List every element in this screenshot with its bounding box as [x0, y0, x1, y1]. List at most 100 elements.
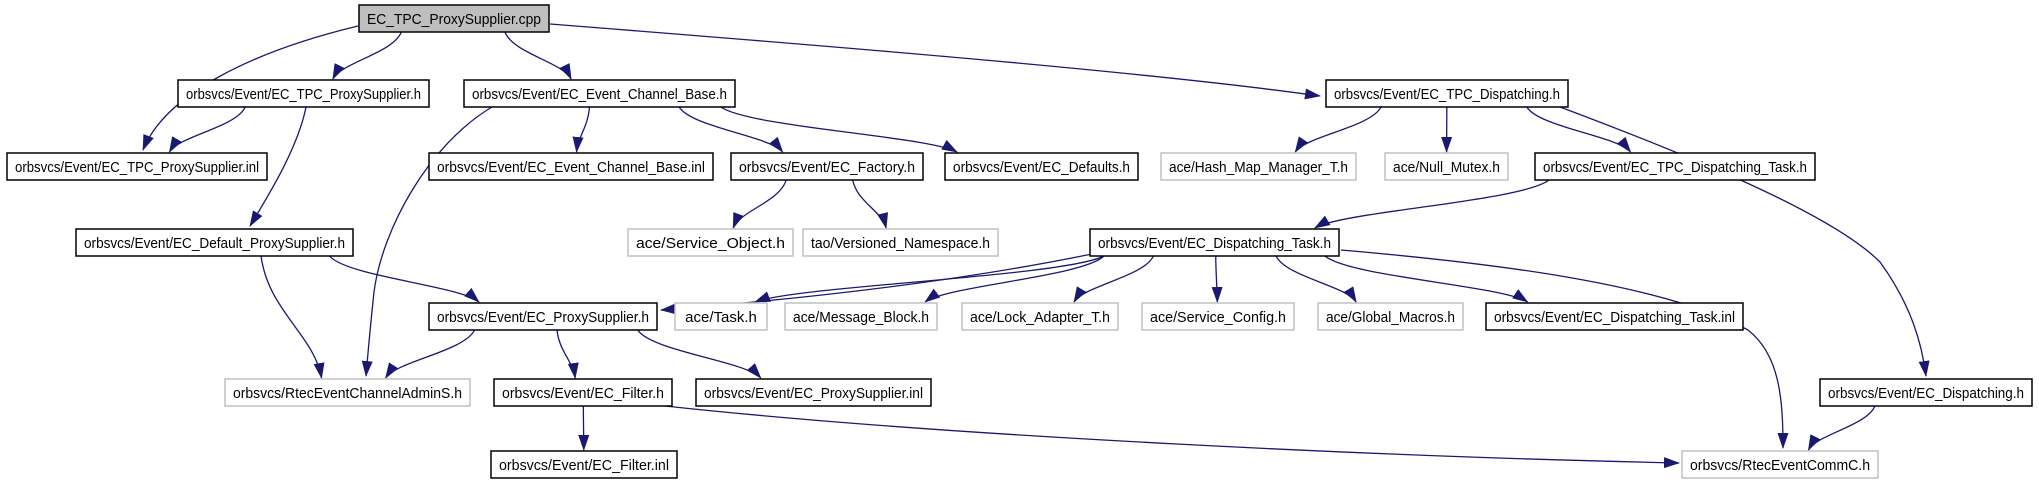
node-label-dt_h: orbsvcs/Event/EC_Dispatching_Task.h	[1098, 235, 1331, 252]
edge-root-to-tpc_d_h	[549, 23, 1321, 100]
node-label-tpc_ps_h: orbsvcs/Event/EC_TPC_ProxySupplier.h	[186, 86, 421, 103]
node-factory_h[interactable]: orbsvcs/Event/EC_Factory.h	[730, 152, 924, 181]
edge-tpc_ps_h-to-tpc_ps_inl	[168, 106, 246, 153]
node-label-nullmutex: ace/Null_Mutex.h	[1393, 159, 1500, 176]
node-box-dt_h[interactable]	[1089, 228, 1340, 257]
node-ps_inl[interactable]: orbsvcs/Event/EC_ProxySupplier.inl	[695, 378, 932, 407]
edge-dt_h-to-msg_block	[924, 255, 1105, 303]
node-box-tpc_d_h[interactable]	[1325, 79, 1569, 108]
edge-dt_h-to-global_macros	[1275, 255, 1357, 303]
edge-dt_h-to-service_config	[1211, 255, 1223, 303]
node-dispatching_h[interactable]: orbsvcs/Event/EC_Dispatching.h	[1819, 378, 2033, 407]
node-versioned_ns: tao/Versioned_Namespace.h	[802, 228, 999, 257]
node-ps_h[interactable]: orbsvcs/Event/EC_ProxySupplier.h	[428, 302, 658, 331]
edge-ecb_h-to-defaults_h	[720, 106, 958, 153]
node-label-filter_inl: orbsvcs/Event/EC_Filter.inl	[499, 457, 669, 474]
node-label-ps_h: orbsvcs/Event/EC_ProxySupplier.h	[437, 309, 649, 326]
node-label-tpc_d_h: orbsvcs/Event/EC_TPC_Dispatching.h	[1334, 86, 1560, 103]
node-box-hashmap	[1160, 152, 1357, 181]
node-box-default_ps_h[interactable]	[75, 228, 354, 257]
node-tpc_dt_h[interactable]: orbsvcs/Event/EC_TPC_Dispatching_Task.h	[1534, 152, 1816, 181]
node-box-admin_s	[224, 378, 471, 407]
edge-ps_h-to-admin_s	[385, 329, 476, 379]
node-global_macros: ace/Global_Macros.h	[1317, 302, 1464, 331]
node-service_config: ace/Service_Config.h	[1141, 302, 1295, 331]
edge-ps_h-to-filter_h	[556, 329, 579, 379]
node-box-ecb_inl[interactable]	[428, 152, 714, 181]
nodes-layer: EC_TPC_ProxySupplier.cpp orbsvcs/Event/EC…	[6, 4, 2033, 479]
edge-dt_h-to-dt_inl	[1324, 255, 1529, 303]
node-label-dispatching_h: orbsvcs/Event/EC_Dispatching.h	[1828, 385, 2024, 402]
node-box-filter_h[interactable]	[493, 378, 673, 407]
edge-tpc_ps_h-to-default_ps_h	[249, 106, 307, 227]
node-label-lock_adapter: ace/Lock_Adapter_T.h	[970, 309, 1110, 326]
node-defaults_h[interactable]: orbsvcs/Event/EC_Defaults.h	[944, 152, 1139, 181]
node-box-ecb_h[interactable]	[463, 79, 736, 108]
node-label-factory_h: orbsvcs/Event/EC_Factory.h	[739, 159, 915, 176]
edge-factory_h-to-versioned_ns	[852, 179, 889, 229]
node-box-lock_adapter	[961, 302, 1119, 331]
node-box-defaults_h[interactable]	[944, 152, 1139, 181]
node-ecb_inl[interactable]: orbsvcs/Event/EC_Event_Channel_Base.inl	[428, 152, 714, 181]
node-box-commc	[1681, 450, 1879, 479]
node-nullmutex: ace/Null_Mutex.h	[1384, 152, 1509, 181]
node-dt_inl[interactable]: orbsvcs/Event/EC_Dispatching_Task.inl	[1485, 302, 1744, 331]
node-label-commc: orbsvcs/RtecEventCommC.h	[1690, 457, 1870, 474]
node-label-ecb_inl: orbsvcs/Event/EC_Event_Channel_Base.inl	[437, 159, 705, 176]
node-label-service_config: ace/Service_Config.h	[1150, 309, 1286, 326]
node-label-defaults_h: orbsvcs/Event/EC_Defaults.h	[953, 159, 1130, 176]
node-box-tpc_ps_h[interactable]	[177, 79, 430, 108]
edge-default_ps_h-to-ps_h	[328, 255, 480, 303]
node-box-tpc_dt_h[interactable]	[1534, 152, 1816, 181]
node-admin_s: orbsvcs/RtecEventChannelAdminS.h	[224, 378, 471, 407]
edge-ps_h-to-ps_inl	[637, 329, 762, 379]
node-label-service_object: ace/Service_Object.h	[636, 235, 785, 252]
edge-ecb_h-to-ecb_inl	[572, 106, 591, 153]
node-box-dt_inl[interactable]	[1485, 302, 1744, 331]
edge-factory_h-to-service_object	[732, 179, 787, 229]
node-box-versioned_ns	[802, 228, 999, 257]
node-filter_inl[interactable]: orbsvcs/Event/EC_Filter.inl	[490, 450, 678, 479]
node-hashmap: ace/Hash_Map_Manager_T.h	[1160, 152, 1357, 181]
node-lock_adapter: ace/Lock_Adapter_T.h	[961, 302, 1119, 331]
edge-dt_h-to-lock_adapter	[1073, 255, 1155, 303]
node-box-ps_h[interactable]	[428, 302, 658, 331]
edge-tpc_dt_h-to-dt_h	[1313, 179, 1550, 229]
edge-tpc_d_h-to-tpc_dt_h	[1526, 106, 1632, 153]
node-box-tpc_ps_inl[interactable]	[6, 152, 268, 181]
node-label-versioned_ns: tao/Versioned_Namespace.h	[811, 235, 990, 252]
node-root: EC_TPC_ProxySupplier.cpp	[358, 4, 550, 33]
node-dt_h[interactable]: orbsvcs/Event/EC_Dispatching_Task.h	[1089, 228, 1340, 257]
node-label-dt_inl: orbsvcs/Event/EC_Dispatching_Task.inl	[1494, 309, 1735, 326]
node-label-tpc_dt_h: orbsvcs/Event/EC_TPC_Dispatching_Task.h	[1543, 159, 1807, 176]
node-tpc_ps_h[interactable]: orbsvcs/Event/EC_TPC_ProxySupplier.h	[177, 79, 430, 108]
node-commc: orbsvcs/RtecEventCommC.h	[1681, 450, 1879, 479]
node-label-filter_h: orbsvcs/Event/EC_Filter.h	[502, 385, 664, 402]
node-tpc_ps_inl[interactable]: orbsvcs/Event/EC_TPC_ProxySupplier.inl	[6, 152, 268, 181]
edge-tpc_d_h-to-hashmap	[1294, 106, 1382, 153]
node-msg_block: ace/Message_Block.h	[784, 302, 938, 331]
node-box-ps_inl[interactable]	[695, 378, 932, 407]
edge-root-to-tpc_ps_h	[332, 31, 402, 80]
node-box-filter_inl[interactable]	[490, 450, 678, 479]
edge-filter_h-to-commc	[664, 405, 1680, 469]
node-label-admin_s: orbsvcs/RtecEventChannelAdminS.h	[233, 385, 462, 402]
node-box-factory_h[interactable]	[730, 152, 924, 181]
node-label-root: EC_TPC_ProxySupplier.cpp	[367, 11, 541, 28]
node-ecb_h[interactable]: orbsvcs/Event/EC_Event_Channel_Base.h	[463, 79, 736, 108]
edge-dt_h-to-task_h	[754, 255, 1105, 303]
node-label-ps_inl: orbsvcs/Event/EC_ProxySupplier.inl	[704, 385, 923, 402]
node-box-service_config	[1141, 302, 1295, 331]
edge-tpc_d_h-to-dispatching_h	[1559, 106, 1930, 377]
node-label-default_ps_h: orbsvcs/Event/EC_Default_ProxySupplier.h	[84, 235, 345, 252]
node-filter_h[interactable]: orbsvcs/Event/EC_Filter.h	[493, 378, 673, 407]
node-default_ps_h[interactable]: orbsvcs/Event/EC_Default_ProxySupplier.h	[75, 228, 354, 257]
node-box-msg_block	[784, 302, 938, 331]
node-box-root	[358, 4, 550, 33]
node-tpc_d_h[interactable]: orbsvcs/Event/EC_TPC_Dispatching.h	[1325, 79, 1569, 108]
node-box-dispatching_h[interactable]	[1819, 378, 2033, 407]
node-label-ecb_h: orbsvcs/Event/EC_Event_Channel_Base.h	[472, 86, 727, 103]
node-service_object: ace/Service_Object.h	[627, 228, 794, 257]
edge-dt_h-to-commc	[1340, 249, 1789, 449]
